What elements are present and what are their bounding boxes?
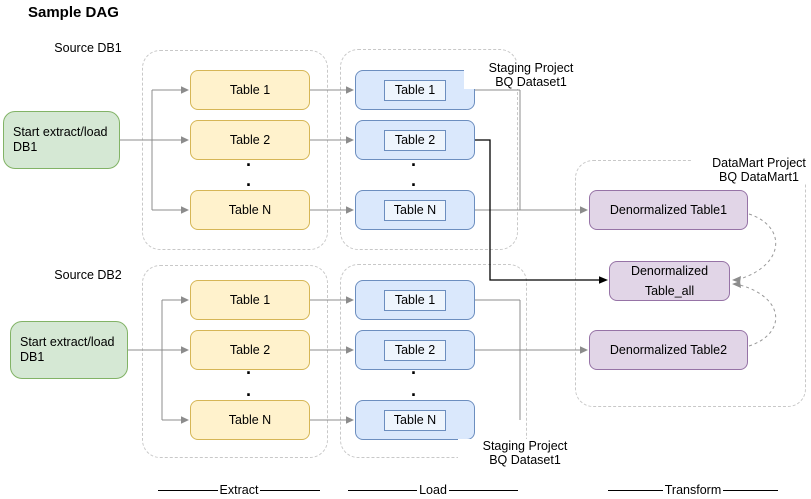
extract-db2-table-n-node: Table N (190, 400, 310, 440)
datamart-project-label-line2: BQ DataMart1 (719, 170, 799, 184)
stage-rule-right (723, 489, 778, 491)
staging-project-label-top-line2: BQ Dataset1 (495, 75, 567, 89)
ellipsis-dot: . (246, 170, 252, 190)
ellipsis-dot: . (246, 380, 252, 400)
load-db2-table-2-inner: Table 2 (384, 339, 446, 361)
denormalized-table-all-node: Denormalized Table_all (609, 261, 730, 301)
ellipsis-dot: . (411, 150, 417, 170)
stage-rule-left (348, 489, 418, 491)
datamart-project-label-line1: DataMart Project (712, 156, 806, 170)
staging-project-label-bottom: Staging Project BQ Dataset1 (458, 439, 592, 467)
ellipsis-dot: . (411, 358, 417, 378)
load-db2-table-n-node: Table N (355, 400, 475, 440)
load-db2-table-1-node: Table 1 (355, 280, 475, 320)
denormalized-table1-node: Denormalized Table1 (589, 190, 748, 230)
load-db1-table-1-node: Table 1 (355, 70, 475, 110)
datamart-container (575, 160, 806, 407)
stage-extract: Extract (158, 483, 320, 497)
stage-rule-right (448, 489, 518, 491)
stage-rule-right (260, 489, 320, 491)
load-db2-table-n-inner: Table N (384, 409, 446, 431)
start-db1-line1: Start extract/load (13, 125, 108, 139)
extract-db1-table-n-node: Table N (190, 190, 310, 230)
extract-db2-table-1-node: Table 1 (190, 280, 310, 320)
stage-load: Load (348, 483, 518, 497)
ellipsis-dot: . (411, 170, 417, 190)
ellipsis-dot: . (411, 380, 417, 400)
staging-project-label-bottom-line1: Staging Project (482, 439, 568, 453)
start-extract-load-db1-node: Start extract/load DB1 (3, 111, 120, 169)
load-db1-table-1-inner: Table 1 (384, 79, 446, 101)
source-db2-label: Source DB2 (54, 268, 122, 282)
staging-project-label-bottom-line2: BQ Dataset1 (489, 453, 561, 467)
stage-load-label: Load (419, 483, 447, 497)
datamart-project-label: DataMart Project BQ DataMart1 (692, 156, 811, 184)
stage-rule-left (608, 489, 663, 491)
ellipsis-dot: . (246, 150, 252, 170)
stage-transform-label: Transform (664, 483, 722, 497)
denormalized-table2-node: Denormalized Table2 (589, 330, 748, 370)
load-db1-table-2-node: Table 2 (355, 120, 475, 160)
start-db1-line2: DB1 (13, 140, 38, 154)
stage-transform: Transform (608, 483, 778, 497)
load-db2-table-2-node: Table 2 (355, 330, 475, 370)
load-db1-table-2-inner: Table 2 (384, 129, 446, 151)
staging-project-label-top: Staging Project BQ Dataset1 (464, 61, 598, 89)
stage-extract-label: Extract (219, 483, 259, 497)
staging-project-label-top-line1: Staging Project (488, 61, 574, 75)
stage-rule-left (158, 489, 218, 491)
start-db2-line2: DB1 (20, 350, 45, 364)
denormalized-table-all-line2: Table_all (644, 284, 695, 298)
start-db2-line1: Start extract/load (20, 335, 115, 349)
source-db1-label: Source DB1 (54, 41, 122, 55)
page-title: Sample DAG (28, 4, 119, 21)
load-db2-table-1-inner: Table 1 (384, 289, 446, 311)
denormalized-table-all-line1: Denormalized (630, 264, 709, 278)
ellipsis-dot: . (246, 358, 252, 378)
start-extract-load-db2-node: Start extract/load DB1 (10, 321, 128, 379)
load-db1-table-n-node: Table N (355, 190, 475, 230)
load-db1-table-n-inner: Table N (384, 199, 446, 221)
extract-db1-table-1-node: Table 1 (190, 70, 310, 110)
extract-db2-table-2-node: Table 2 (190, 330, 310, 370)
extract-db1-table-2-node: Table 2 (190, 120, 310, 160)
